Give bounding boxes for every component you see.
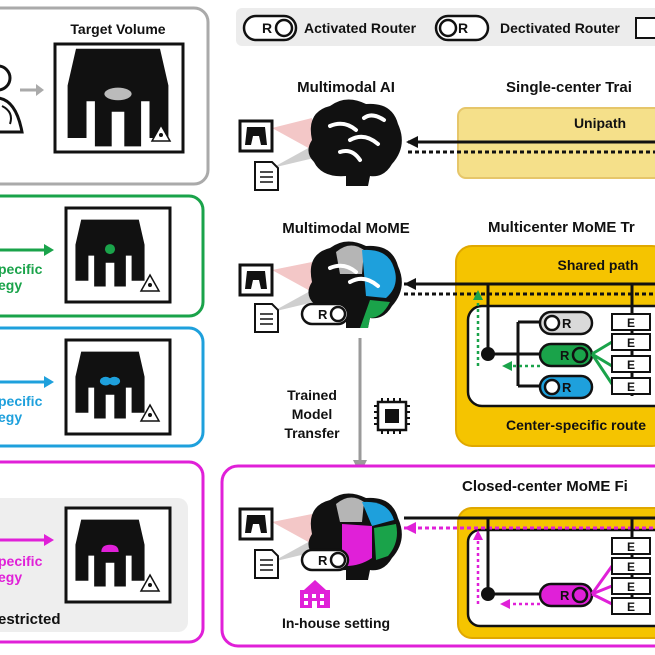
router-glyph-center-1: R [318, 307, 328, 322]
router-deactivated-icon: R [300, 302, 350, 326]
multimodal-mome-inputs [238, 262, 314, 333]
magenta-caption-1: pecific [0, 553, 43, 569]
multimodal-ai-title: Multimodal AI [297, 79, 395, 96]
svg-text:E: E [627, 560, 635, 574]
panel-blue-center: pecific egy [0, 326, 205, 448]
transfer-label-3: Transfer [284, 425, 340, 441]
multimodal-ai-inputs [238, 118, 314, 191]
brain-icon [308, 99, 402, 186]
blue-caption-2: egy [0, 409, 22, 425]
legend-deactivated-router-icon: R [434, 14, 490, 42]
xray-icon-3 [238, 507, 274, 541]
legend: R Activated Router R Dectivated Router [236, 8, 655, 46]
closed-expert-stack: E E E E [611, 537, 651, 615]
body-silhouette-magenta-icon [75, 519, 145, 587]
arrow-right-icon [20, 84, 44, 96]
svg-text:R: R [318, 553, 328, 568]
body-silhouette-green-icon [75, 219, 145, 287]
green-caption-1: pecific [0, 261, 43, 277]
closed-center-title: Closed-center MoME Fi [462, 478, 628, 495]
multicenter-title: Multicenter MoME Tr [488, 219, 635, 236]
unipath-label: Unipath [574, 115, 626, 131]
in-house-label: In-house setting [282, 615, 390, 631]
xray-icon-2 [238, 263, 274, 297]
legend-router-glyph: R [262, 20, 272, 36]
panel-green-center: pecific egy [0, 194, 205, 318]
transfer-label-1: Trained [287, 387, 337, 403]
svg-text:R: R [562, 380, 572, 395]
svg-text:R: R [562, 316, 572, 331]
doctor-icon [0, 64, 24, 134]
document-icon-3 [254, 549, 279, 579]
svg-text:E: E [627, 380, 635, 394]
multicenter-routing: R R R E E E E [473, 284, 651, 400]
closed-routing: R E E E E [473, 518, 651, 615]
svg-text:R: R [560, 348, 570, 363]
panel-target-volume: Target Volume [0, 6, 210, 186]
panel-magenta-center: pecific egy estricted [0, 460, 205, 644]
chip-icon [374, 398, 410, 434]
router-closed-center-icon: R [300, 548, 350, 572]
target-volume-title: Target Volume [70, 21, 165, 37]
legend-router-glyph-2: R [458, 20, 468, 36]
blue-caption-1: pecific [0, 393, 43, 409]
svg-text:E: E [627, 600, 635, 614]
document-icon [254, 161, 279, 191]
restricted-label: estricted [0, 611, 61, 628]
magenta-caption-2: egy [0, 569, 22, 585]
svg-text:E: E [627, 580, 635, 594]
green-caption-2: egy [0, 277, 22, 293]
legend-activated-router-icon: R [242, 14, 298, 42]
svg-text:E: E [627, 336, 635, 350]
legend-activated-router-label: Activated Router [304, 20, 417, 36]
body-silhouette-blue-icon [75, 351, 145, 419]
transfer-label-2: Model [292, 406, 332, 422]
hospital-icon [300, 580, 330, 608]
closed-center-inputs [238, 507, 314, 579]
document-icon-2 [254, 303, 279, 333]
svg-text:E: E [627, 316, 635, 330]
expert-stack: E E E E [611, 313, 651, 395]
svg-text:R: R [560, 588, 570, 603]
svg-text:E: E [627, 540, 635, 554]
multimodal-mome-title: Multimodal MoME [282, 220, 410, 237]
single-center-title: Single-center Trai [506, 79, 632, 96]
center-specific-router-label: Center-specific route [506, 417, 646, 433]
xray-icon [238, 119, 274, 153]
body-silhouette-icon [67, 48, 169, 147]
legend-deactivated-router-label: Dectivated Router [500, 20, 620, 36]
svg-text:E: E [627, 358, 635, 372]
transfer-arrow [353, 338, 367, 474]
shared-path-label: Shared path [558, 257, 639, 273]
